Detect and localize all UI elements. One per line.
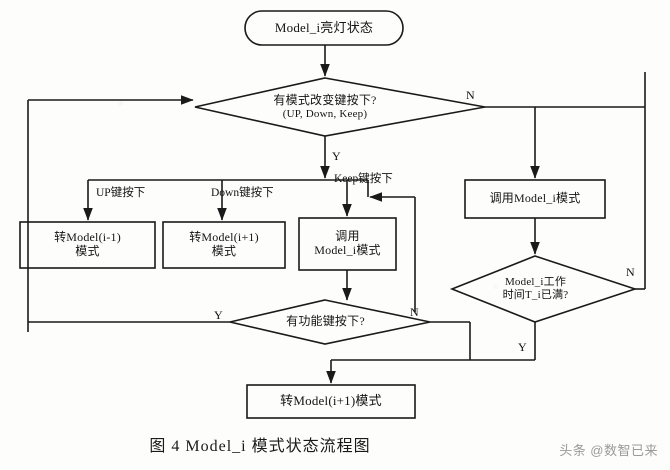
start-terminal-shape bbox=[244, 10, 404, 46]
process-go-model-i-plus-1-shape bbox=[162, 221, 286, 269]
process-call-model-i-mode-right-shape bbox=[464, 179, 606, 219]
edge-label-down-key: Down键按下 bbox=[211, 187, 274, 199]
yn-label-func-no: N bbox=[410, 305, 419, 319]
process-call-model-i-mode-shape bbox=[298, 217, 397, 271]
process-go-model-i-minus-1-shape bbox=[19, 221, 156, 269]
yn-label-mode-no: N bbox=[466, 88, 475, 102]
process-go-model-i-plus-1-bottom-shape bbox=[246, 384, 416, 419]
decision-model-i-time-full-shape bbox=[449, 255, 638, 323]
yn-label-time-no: N bbox=[626, 265, 635, 279]
figure-caption: 图 4 Model_i 模式状态流程图 bbox=[149, 438, 371, 455]
watermark-label: 头条 @数智已来 bbox=[559, 443, 658, 458]
yn-label-func-yes: Y bbox=[214, 308, 223, 322]
decision-mode-change-key-shape bbox=[194, 77, 486, 137]
decision-function-key-pressed-shape bbox=[229, 299, 431, 345]
edge-label-up-key: UP键按下 bbox=[96, 187, 146, 199]
yn-label-time-yes: Y bbox=[518, 340, 527, 354]
yn-label-mode-yes: Y bbox=[332, 149, 341, 163]
edge-label-keep-key: Keep键按下 bbox=[334, 173, 393, 185]
